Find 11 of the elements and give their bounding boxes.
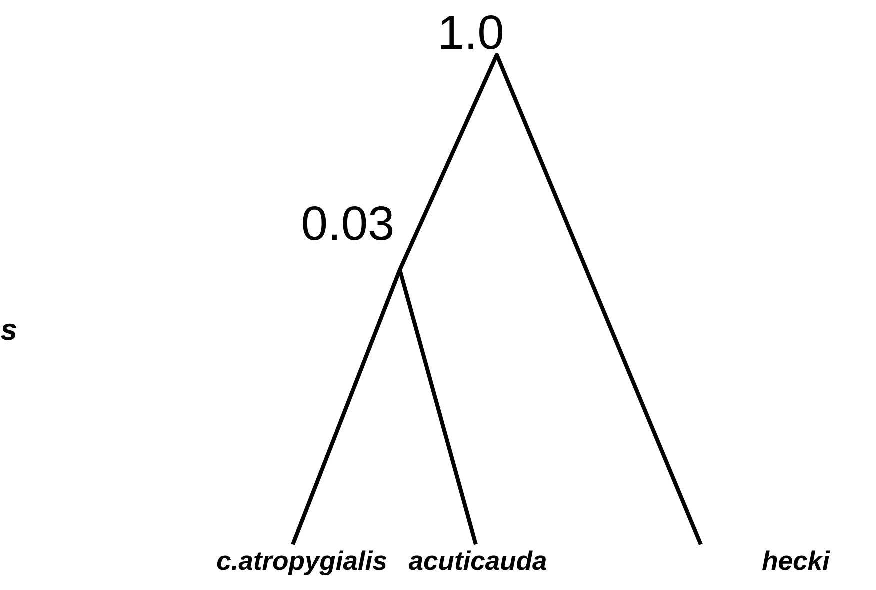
support-value: 1.0: [441, 15, 502, 50]
tree-branch: [291, 269, 402, 546]
support-value: 0.03: [303, 206, 393, 240]
tree-branch: [495, 54, 703, 546]
leaf-label: acuticauda: [408, 550, 546, 570]
tree-branch: [398, 54, 499, 271]
leaf-label: c.atropygialis: [217, 550, 387, 576]
text-fragment: s: [1, 324, 16, 340]
tree-branch: [398, 269, 478, 546]
branch-point: [495, 53, 499, 57]
leaf-label: hecki: [762, 550, 830, 570]
